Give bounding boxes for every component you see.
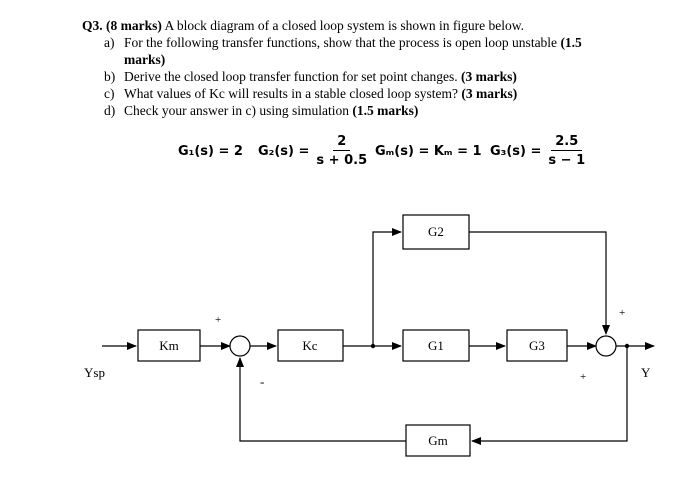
- signal-g2-to-sum: [469, 231, 610, 335]
- tf-g3-lhs: G₃(s) =: [490, 143, 542, 159]
- sign-setpoint-plus: +: [215, 314, 221, 326]
- sign-g3-plus: +: [580, 371, 586, 383]
- summing-junction-setpoint: [229, 335, 251, 357]
- transfer-functions: G₁(s) = 2 G₂(s) = 2 s + 0.5 Gₘ(s) = Kₘ =…: [0, 129, 700, 173]
- part-letter: a): [104, 35, 115, 50]
- part-letter: b): [104, 69, 116, 84]
- g1-label: G1: [428, 338, 444, 353]
- question-number: Q3.: [82, 18, 103, 33]
- tf-g2-numerator: 2: [333, 134, 351, 151]
- tf-g3-denominator: s − 1: [548, 153, 586, 168]
- tf-g2-denominator: s + 0.5: [316, 153, 368, 168]
- g2-label: G2: [428, 224, 444, 239]
- g1-block: [402, 329, 470, 362]
- part-letter: c): [104, 86, 115, 101]
- part-text: Check your answer in c) using simulation: [124, 103, 349, 118]
- part-text: What values of Kc will results in a stab…: [124, 86, 459, 101]
- g3-label: G3: [529, 338, 545, 353]
- gm-block: [405, 424, 471, 457]
- kc-label: Kc: [302, 338, 317, 353]
- sign-g2-plus: +: [619, 307, 625, 319]
- gm-label: Gm: [428, 433, 448, 448]
- part-letter: d): [104, 103, 116, 118]
- part-text: Derive the closed loop transfer function…: [124, 69, 458, 84]
- tf-g2-lhs: G₂(s) =: [258, 143, 310, 159]
- sign-feedback-minus: -: [260, 374, 264, 389]
- part-marks: (3 marks): [461, 86, 518, 101]
- output-label: Y: [641, 365, 651, 380]
- tf-g1: G₁(s) = 2: [178, 143, 243, 159]
- tf-gm: Gₘ(s) = Kₘ = 1: [375, 143, 482, 159]
- tf-g2-fraction: 2 s + 0.5: [312, 134, 371, 168]
- question-marks: (8 marks): [106, 18, 162, 33]
- question-heading: Q3. (8 marks) A block diagram of a close…: [82, 17, 524, 34]
- part-marks-continued: marks): [124, 52, 166, 67]
- tf-g3-fraction: 2.5 s − 1: [544, 134, 589, 168]
- part-text: For the following transfer functions, sh…: [124, 35, 558, 50]
- part-c: c) What values of Kc will results in a s…: [104, 85, 582, 102]
- input-label: Ysp: [84, 365, 105, 380]
- part-a: a) For the following transfer functions,…: [104, 34, 582, 51]
- part-marks: (3 marks): [461, 69, 517, 84]
- signal-y-to-gm: [471, 346, 628, 445]
- tf-g3: G₃(s) = 2.5 s − 1: [490, 129, 589, 173]
- part-d: d) Check your answer in c) using simulat…: [104, 102, 582, 119]
- part-marks: (1.5 marks): [352, 103, 419, 118]
- part-marks: (1.5: [560, 35, 582, 50]
- g2-block: [402, 214, 470, 250]
- km-label: Km: [159, 338, 179, 353]
- signal-gm-to-sum: [236, 357, 406, 442]
- km-block: [137, 329, 201, 362]
- question-intro: A block diagram of a closed loop system …: [161, 18, 524, 33]
- branch-point-output: [624, 343, 630, 349]
- tf-g2: G₂(s) = 2 s + 0.5: [258, 129, 371, 173]
- question-parts: a) For the following transfer functions,…: [104, 34, 582, 119]
- branch-point-kc-output: [370, 343, 376, 349]
- summing-junction-output: [595, 335, 617, 357]
- signal-branch-to-g2: [372, 228, 402, 346]
- tf-g3-numerator: 2.5: [551, 134, 583, 151]
- part-b: b) Derive the closed loop transfer funct…: [104, 68, 582, 85]
- g3-block: [506, 329, 568, 362]
